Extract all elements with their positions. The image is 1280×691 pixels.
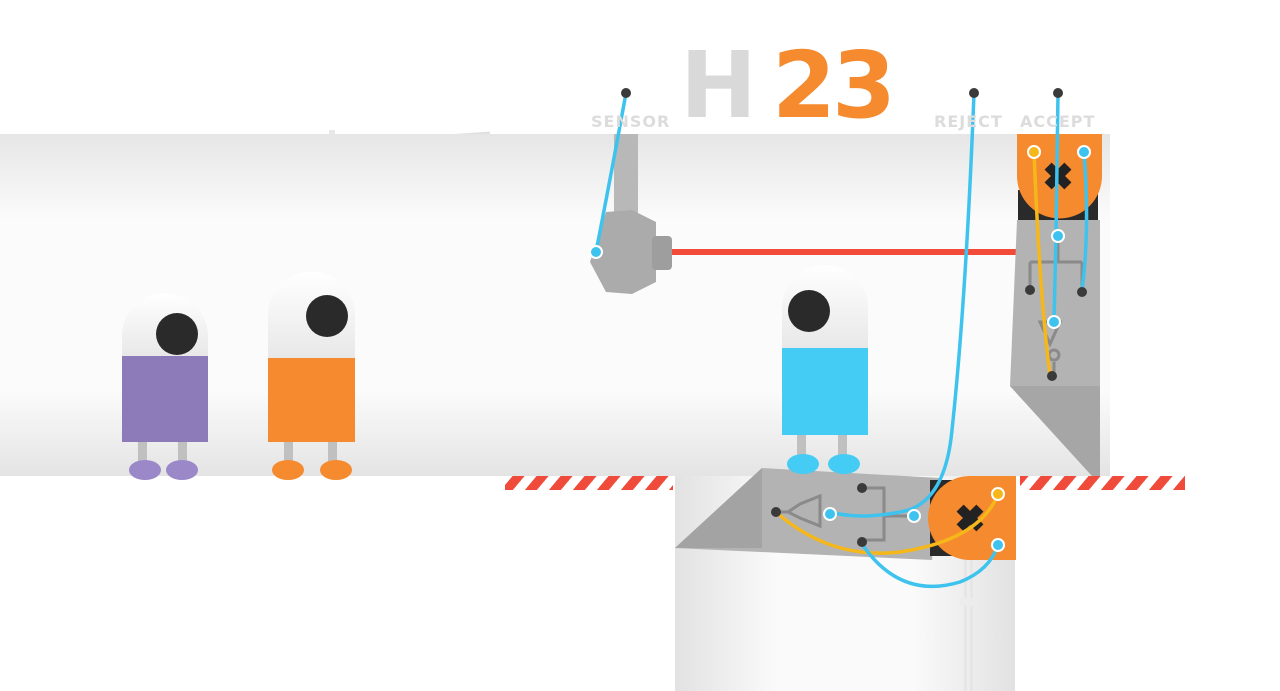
wire-yellow-lower bbox=[774, 492, 1000, 555]
node-upper-2 bbox=[1077, 145, 1091, 159]
upper-logic-panel-shade bbox=[1010, 386, 1100, 476]
reject-label: REJECT bbox=[934, 112, 1003, 131]
robot-orange bbox=[268, 271, 355, 480]
node-upper-1 bbox=[1027, 145, 1041, 159]
accept-label: ACCEPT bbox=[1020, 112, 1096, 131]
sensor-label: SENSOR bbox=[591, 112, 671, 131]
node-upper-6 bbox=[1047, 315, 1061, 329]
robot-purple bbox=[122, 293, 208, 480]
node-reject-top bbox=[969, 88, 979, 98]
chute-cable bbox=[964, 560, 967, 691]
sensor-emitter bbox=[652, 236, 672, 270]
wire-sensor bbox=[594, 91, 628, 254]
robot-eye bbox=[156, 313, 198, 355]
node-lower-2 bbox=[823, 507, 837, 521]
node-lower-5 bbox=[907, 509, 921, 523]
node-lower-1 bbox=[771, 507, 781, 517]
sensor-arm bbox=[614, 134, 638, 224]
level-letter: H bbox=[680, 32, 757, 139]
node-lower-6 bbox=[991, 487, 1005, 501]
robot-eye bbox=[788, 290, 830, 332]
node-upper-7 bbox=[1047, 371, 1057, 381]
node-accept-top bbox=[1053, 88, 1063, 98]
robot-blue bbox=[782, 265, 868, 474]
wire-yellow-upper bbox=[1032, 150, 1052, 377]
hazard-stripe-left bbox=[505, 476, 673, 490]
node-lower-4 bbox=[857, 537, 867, 547]
wire-blue-lower bbox=[860, 542, 1000, 589]
node-upper-3 bbox=[1051, 229, 1065, 243]
chute-clip bbox=[960, 598, 978, 606]
node-sensor-top bbox=[621, 88, 631, 98]
hazard-stripe-right bbox=[1020, 476, 1185, 490]
lower-ramp-shade bbox=[675, 468, 762, 548]
chute-cable bbox=[970, 560, 973, 691]
node-upper-5 bbox=[1077, 287, 1087, 297]
wire-blue-upper-2 bbox=[1080, 150, 1089, 292]
level-number: 23 bbox=[772, 32, 896, 139]
node-upper-4 bbox=[1025, 285, 1035, 295]
laser-beam bbox=[672, 249, 1017, 255]
wire-reject bbox=[828, 91, 976, 518]
sensor-head bbox=[590, 210, 656, 294]
node-lower-7 bbox=[991, 538, 1005, 552]
robot-eye bbox=[306, 295, 348, 337]
node-sensor bbox=[589, 245, 603, 259]
wire-nodes[interactable] bbox=[589, 88, 1091, 552]
wires bbox=[594, 91, 1089, 589]
node-lower-3 bbox=[857, 483, 867, 493]
